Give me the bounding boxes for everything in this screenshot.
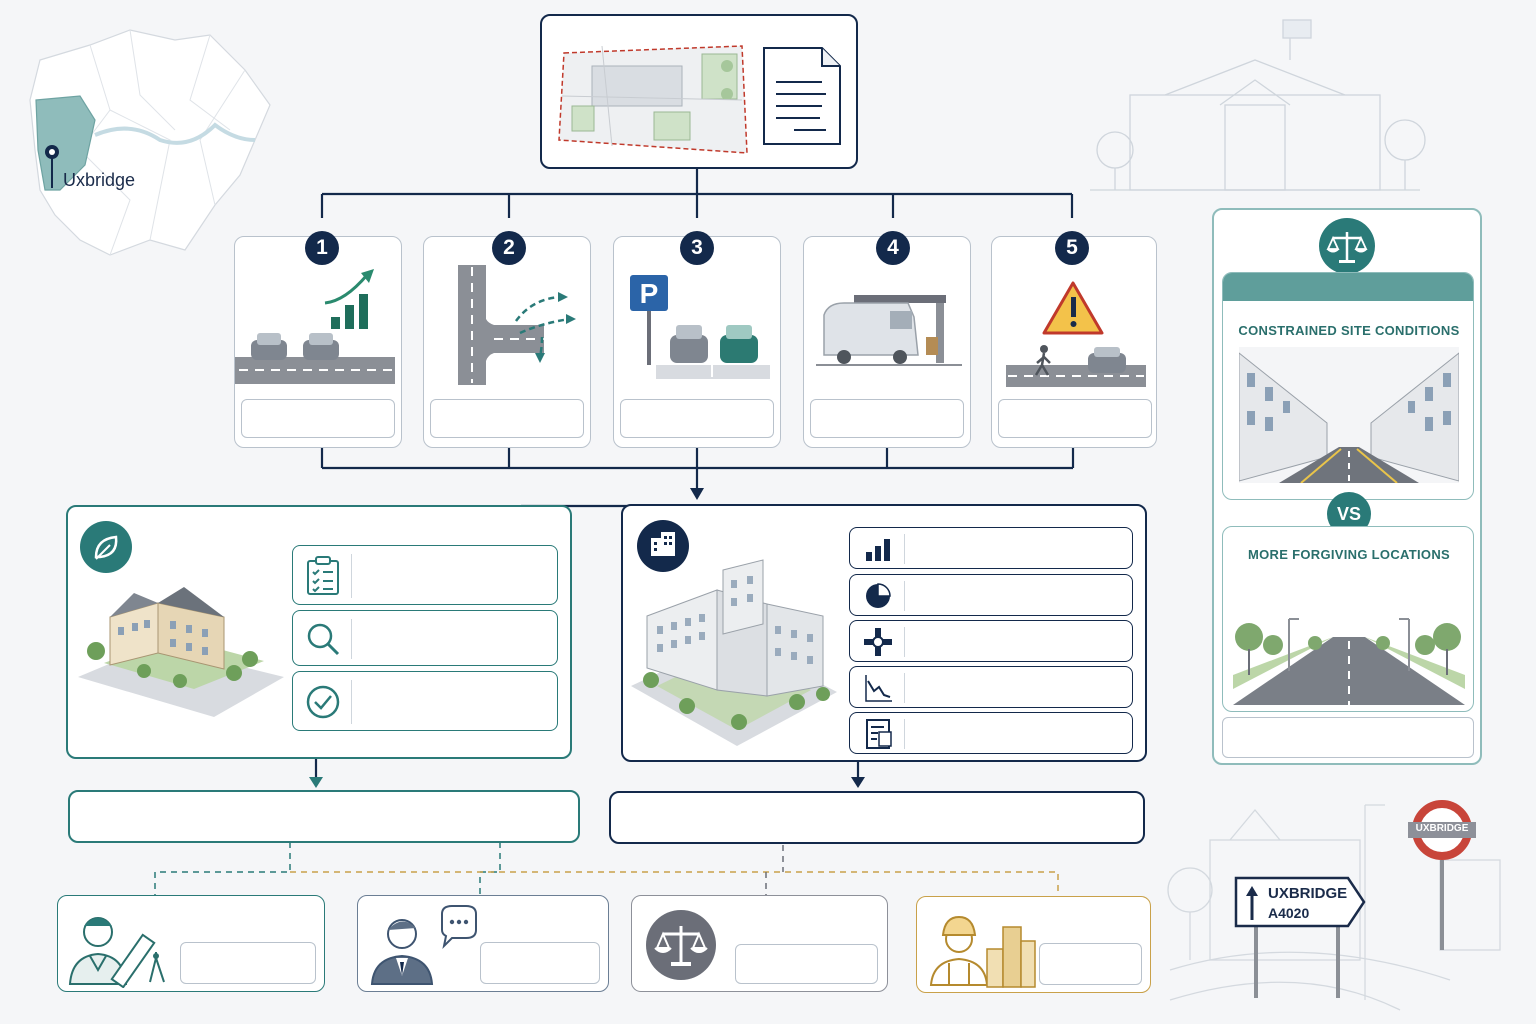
bar-chart-row	[849, 527, 1133, 569]
check-circle-icon	[305, 684, 341, 720]
step-4-label-field	[810, 399, 964, 438]
apartment-block-illustration	[627, 546, 843, 752]
stakeholder-legal-card[interactable]	[631, 895, 888, 992]
constrained-site-card[interactable]: CONSTRAINED SITE CONDITIONS	[1222, 272, 1474, 500]
comparison-summary-field	[1222, 717, 1474, 758]
developer-label-field	[1039, 943, 1142, 985]
step-2-label-field	[430, 399, 584, 438]
map-location-label: Uxbridge	[63, 170, 135, 191]
junction-capacity-row	[849, 620, 1133, 662]
developer-construction-icon	[927, 905, 1039, 989]
step-number-badge: 3	[680, 231, 714, 265]
consultant-speech-icon	[366, 904, 478, 988]
town-hall-sketch	[1090, 20, 1425, 190]
site-comparison-panel[interactable]: CONSTRAINED SITE CONDITIONS VS MORE FORG…	[1212, 208, 1482, 765]
checklist-row	[292, 545, 558, 605]
step-number-badge: 5	[1055, 231, 1089, 265]
approval-row	[292, 671, 558, 731]
stakeholder-consultant-card[interactable]	[357, 895, 609, 992]
planner-label-field	[180, 942, 316, 984]
bar-chart-icon	[864, 536, 892, 562]
london-map	[30, 30, 270, 255]
step-1-label-field	[241, 399, 395, 438]
pie-chart-icon	[864, 582, 892, 610]
wide-road-illustration	[1233, 579, 1465, 705]
document-icon	[760, 44, 844, 148]
large-scale-assessment-panel[interactable]	[621, 504, 1147, 762]
legal-label-field	[735, 944, 878, 984]
connector-stakeholders	[155, 842, 1058, 895]
planner-engineer-icon	[64, 904, 180, 988]
step-card-4[interactable]	[803, 236, 971, 448]
step-card-3[interactable]: P	[613, 236, 781, 448]
arrow-head	[309, 777, 323, 788]
review-row	[292, 610, 558, 666]
report-row	[849, 712, 1133, 754]
large-scale-outcome-box[interactable]	[609, 791, 1145, 844]
constrained-header-bar	[1223, 273, 1474, 301]
step-number-badge: 1	[305, 231, 339, 265]
step-5-label-field	[998, 399, 1152, 438]
housing-development-illustration	[74, 577, 294, 727]
arrow-head	[690, 488, 704, 500]
stakeholder-planner-card[interactable]	[57, 895, 325, 992]
road-sign-route-number: A4020	[1268, 905, 1309, 921]
step-card-5[interactable]	[991, 236, 1157, 448]
site-plan-document-card[interactable]	[540, 14, 858, 169]
forgiving-location-card[interactable]: MORE FORGIVING LOCATIONS	[1222, 526, 1474, 712]
report-document-icon	[864, 718, 894, 750]
line-trend-icon	[864, 673, 894, 703]
step-number-badge: 4	[876, 231, 910, 265]
small-scale-outcome-box[interactable]	[68, 790, 580, 843]
clipboard-checklist-icon	[305, 556, 341, 596]
step-3-label-field	[620, 399, 774, 438]
connector-top	[322, 168, 1072, 218]
trend-row	[849, 666, 1133, 708]
step-number-badge: 2	[492, 231, 526, 265]
leaf-icon	[80, 521, 132, 573]
svg-text:P: P	[640, 278, 659, 309]
station-sign-label: UXBRIDGE	[1408, 823, 1476, 834]
narrow-street-illustration	[1239, 347, 1459, 483]
small-scale-assessment-panel[interactable]	[66, 505, 572, 759]
crossroads-icon	[864, 628, 892, 656]
forgiving-location-title: MORE FORGIVING LOCATIONS	[1224, 547, 1474, 562]
magnifier-icon	[305, 621, 341, 657]
constrained-site-title: CONSTRAINED SITE CONDITIONS	[1224, 323, 1474, 338]
scales-of-justice-icon	[646, 910, 716, 980]
pie-chart-row	[849, 574, 1133, 616]
scales-of-justice-icon	[1319, 218, 1375, 274]
arrow-head	[851, 777, 865, 788]
stakeholder-developer-card[interactable]	[916, 896, 1151, 993]
consultant-label-field	[480, 942, 600, 984]
step-card-2[interactable]	[423, 236, 591, 448]
road-sign-destination: UXBRIDGE	[1268, 885, 1347, 902]
step-card-1[interactable]	[234, 236, 402, 448]
